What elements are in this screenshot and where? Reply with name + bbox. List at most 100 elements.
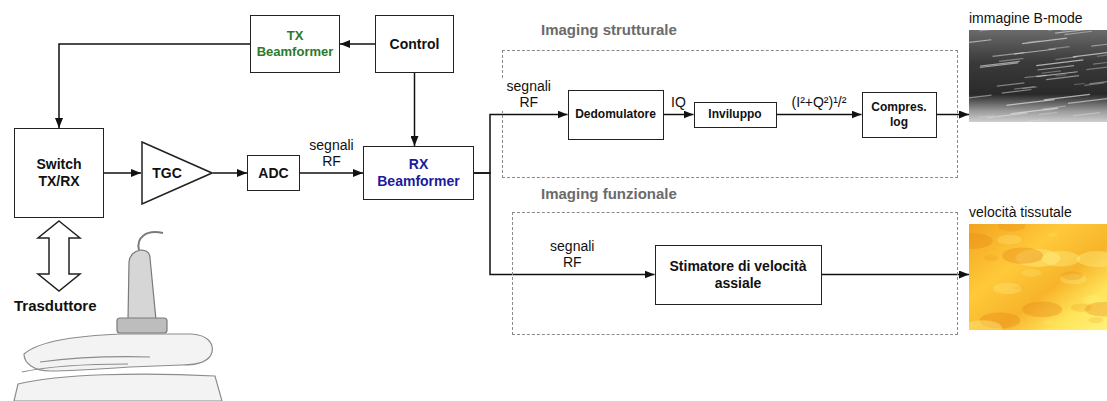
velocity-blob [1042,251,1080,266]
triangle-outline [142,142,212,204]
speckle-streak [1097,55,1107,57]
speckle-streak [1093,62,1107,64]
velocity-blob [993,283,1022,294]
speckle-streak [1022,87,1037,89]
probe-handle [128,250,156,320]
signal-label: IQ [669,94,688,110]
speckle-streak [1048,47,1069,50]
group-heading: Imaging funzionale [541,185,677,202]
velocity-blob [984,255,998,261]
arm-detail [22,364,128,372]
image-panel: velocità tissutale [969,224,1107,330]
velocity-blob [969,233,993,249]
process-box: Inviluppo [694,102,777,128]
speckle-streak [1002,90,1032,94]
speckle-streak [1073,51,1107,57]
signal-label: segnali RF [498,78,560,110]
speckle-streak [979,30,1001,31]
velocity-blob [1002,248,1043,264]
velocity-blob [1077,251,1107,267]
bmode-image [969,30,1107,122]
velocity-blob [998,224,1026,231]
speckle-streak [1011,108,1058,114]
box-label: Compres. log [867,100,932,129]
speckle-streak [1039,112,1058,114]
speckle-streak [969,40,991,45]
velocity-blob [1042,319,1054,324]
body-outline [14,374,222,401]
speckle-streak [1074,83,1085,84]
speckle-streak [1044,94,1090,100]
image-panel: immagine B-mode [969,30,1107,122]
connector-arrow [340,43,375,45]
group-box: Imaging strutturaleDedomulatoreInviluppo… [502,50,958,178]
arm-outline [24,334,212,371]
box-label: TX Beamformer [255,28,335,59]
speckle-streak [1089,81,1107,84]
connector-arrow [213,172,247,174]
velocity-map [969,224,1107,330]
signal-label: (I²+Q²)¹/² [790,94,849,110]
speckle-streak [1062,30,1083,31]
probe-cable [138,232,163,250]
speckle-streak [999,59,1023,62]
box-label: Switch TX/RX [19,156,99,190]
speckle-streak [979,116,994,118]
connector-arrow [59,44,250,128]
process-box: Control [375,15,454,73]
speckle-streak [980,61,1020,66]
process-box: TX Beamformer [250,15,340,73]
transducer-double-arrow [38,221,80,291]
speckle-streak [1055,75,1066,76]
image-heading: immagine B-mode [969,10,1083,26]
arm-detail [40,357,150,362]
speckle-streak [1086,67,1107,70]
part-label: Trasduttore [14,297,97,314]
connector-arrow [822,274,970,276]
patient-illustration [14,334,222,401]
signal-label: segnali RF [301,137,363,169]
box-label: Inviluppo [699,107,772,121]
image-ground [969,30,1107,122]
double-arrow-outline [38,221,80,291]
box-label: ADC [252,165,295,182]
group-box: Imaging funzionaleStimatore di velocità … [512,212,958,335]
velocity-blob [1061,271,1083,280]
velocity-blob [997,235,1021,245]
process-box: Compres. log [862,92,937,138]
speckle-streak [1055,30,1094,33]
speckle-streak [1042,71,1061,73]
process-box: Dedomulatore [568,90,664,140]
signal-label: segnali RF [541,238,603,270]
speckle-streak [1006,100,1054,106]
box-label: RX Beamformer [368,156,469,190]
speckle-streak [1022,38,1067,43]
velocity-blob [969,320,1002,330]
speckle-streak [1091,42,1107,46]
image-heading: velocità tissutale [969,204,1072,220]
speckle-streak [1027,41,1039,42]
box-label: TGC [145,165,189,182]
velocity-blob [1071,303,1092,311]
connector-arrow [937,114,970,116]
speckle-streak [1046,76,1079,80]
connector-arrow [300,172,363,174]
group-heading: Imaging strutturale [541,21,677,38]
velocity-blob [1047,233,1058,237]
speckle-streak [1073,113,1100,116]
speckle-streak [969,95,991,98]
velocity-blob [1022,269,1041,277]
connector-arrow [104,172,141,174]
speckle-streak [997,83,1025,86]
speckle-streak [1038,66,1074,70]
amplifier-triangle: TGC [141,141,213,205]
speckle-streak [1025,75,1047,78]
process-box: Stimatore di velocità assiale [655,245,822,305]
speckle-streak [1028,120,1042,122]
velocity-blob [1089,317,1104,323]
box-label: Dedomulatore [573,107,659,121]
speckle-streak [1036,60,1083,66]
velocity-blob [1084,295,1103,302]
